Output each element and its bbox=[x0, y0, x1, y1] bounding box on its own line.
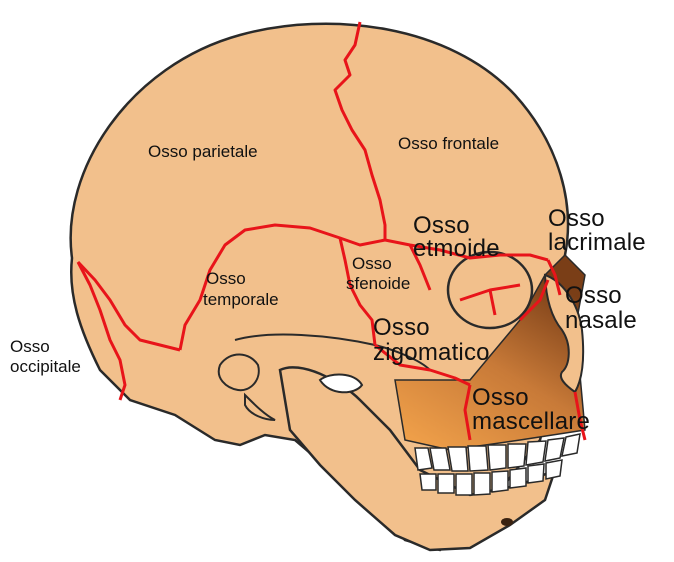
label-sfenoide-2: sfenoide bbox=[346, 275, 410, 293]
label-occipitale-1: Osso bbox=[10, 338, 50, 356]
label-nasale-2: nasale bbox=[565, 308, 637, 333]
label-lacrimale-1: Osso bbox=[548, 206, 605, 231]
label-zigomatico-1: Osso bbox=[373, 315, 430, 340]
label-frontale: Osso frontale bbox=[398, 135, 499, 153]
label-zigomatico-2: zigomatico bbox=[373, 340, 490, 365]
label-nasale-1: Osso bbox=[565, 283, 622, 308]
label-sfenoide-1: Osso bbox=[352, 255, 392, 273]
label-temporale-1: Osso bbox=[206, 270, 246, 288]
label-parietale: Osso parietale bbox=[148, 143, 258, 161]
mastoid-process bbox=[219, 354, 259, 390]
label-mascellare-2: mascellare bbox=[472, 409, 590, 434]
label-mascellare-1: Osso bbox=[472, 385, 529, 410]
label-lacrimale-2: lacrimale bbox=[548, 230, 646, 255]
label-etmoide-2: etmoide bbox=[413, 236, 500, 261]
mental-foramen bbox=[501, 518, 513, 526]
label-occipitale-2: occipitale bbox=[10, 358, 81, 376]
label-temporale-2: temporale bbox=[203, 291, 279, 309]
